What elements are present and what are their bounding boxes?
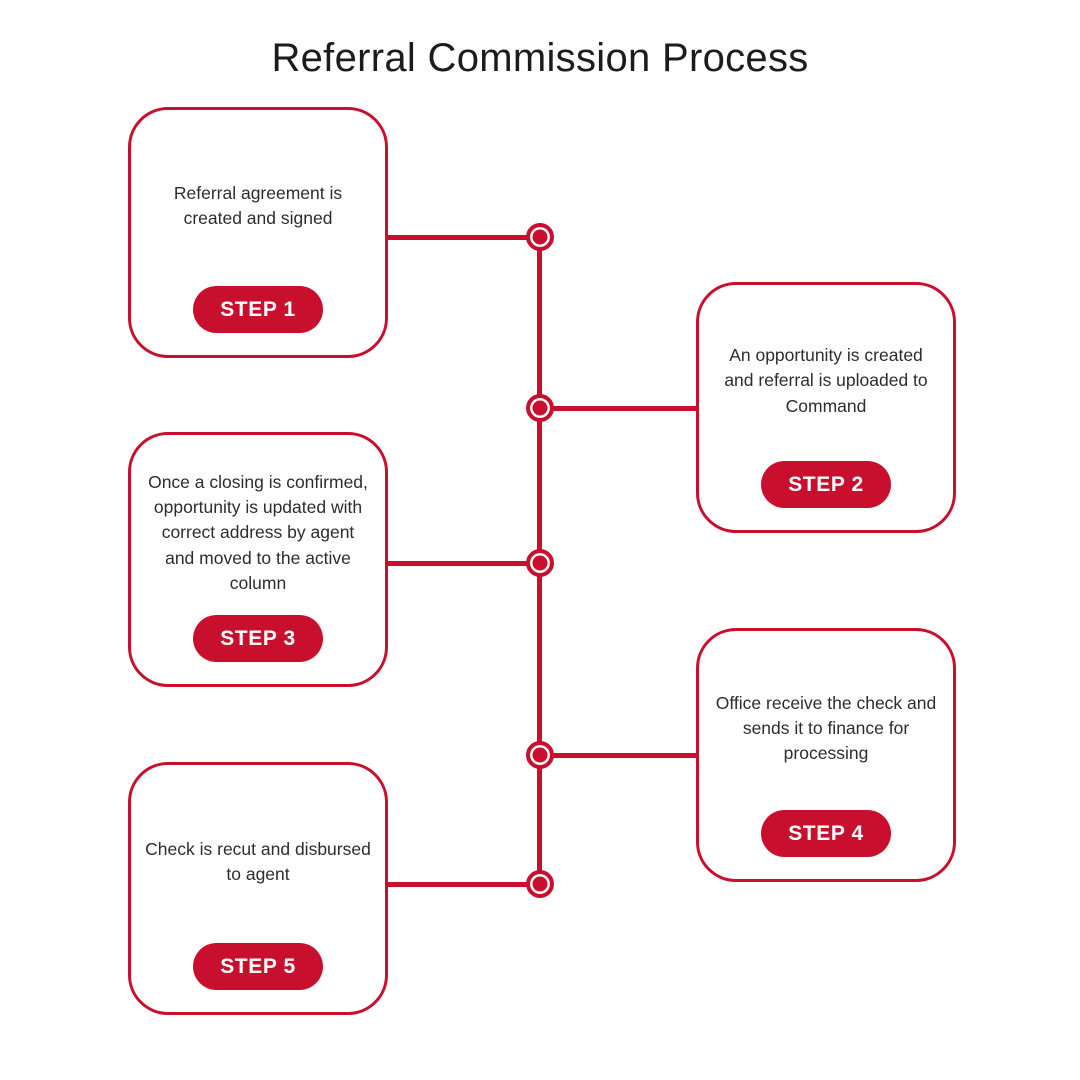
step-2-badge: STEP 2: [761, 461, 891, 508]
connector-line-step-4: [540, 753, 698, 758]
connector-line-step-5: [386, 882, 540, 887]
step-1-badge: STEP 1: [193, 286, 323, 333]
connector-line-step-1: [386, 235, 540, 240]
timeline-node-step-4: [526, 741, 554, 769]
step-2-description: An opportunity is created and referral i…: [724, 345, 928, 416]
step-5-badge: STEP 5: [193, 943, 323, 990]
step-4-badge: STEP 4: [761, 810, 891, 857]
timeline-node-step-3: [526, 549, 554, 577]
step-4-description: Office receive the check and sends it to…: [715, 692, 937, 763]
timeline-node-step-2: [526, 394, 554, 422]
step-card-2: An opportunity is created and referral i…: [696, 282, 956, 533]
step-card-3: Once a closing is confirmed, opportunity…: [128, 432, 388, 687]
step-3-badge: STEP 3: [193, 615, 323, 662]
step-card-5: Check is recut and disbursed to agent ST…: [128, 762, 388, 1015]
timeline-node-step-1: [526, 223, 554, 251]
step-3-description: Once a closing is confirmed, opportunity…: [148, 472, 368, 593]
step-1-description: Referral agreement is created and signed: [173, 182, 343, 228]
step-5-description: Check is recut and disbursed to agent: [145, 838, 371, 884]
page-title: Referral Commission Process: [271, 36, 809, 80]
connector-line-step-3: [386, 561, 540, 566]
step-card-4: Office receive the check and sends it to…: [696, 628, 956, 882]
timeline-node-step-5: [526, 870, 554, 898]
connector-line-step-2: [540, 406, 698, 411]
step-card-1: Referral agreement is created and signed…: [128, 107, 388, 358]
